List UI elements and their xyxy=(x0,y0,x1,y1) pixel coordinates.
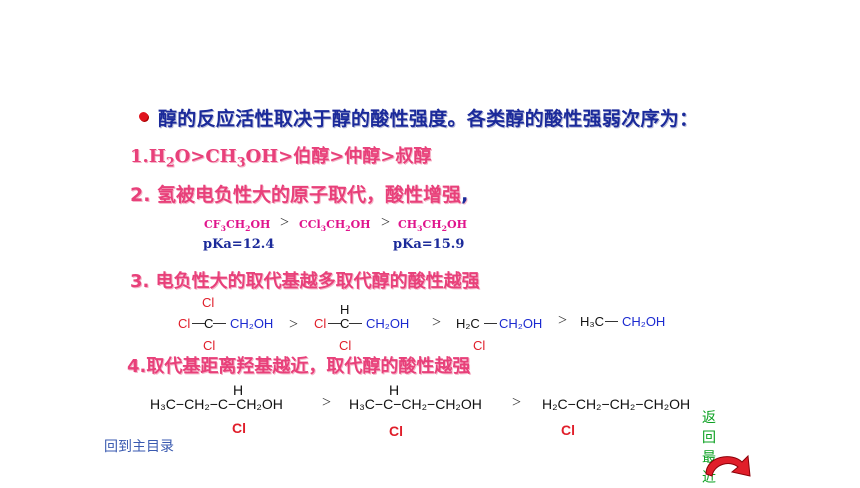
atom-cl: Cl xyxy=(389,423,403,439)
atom-cl-bottom: Cl xyxy=(203,338,216,353)
atom-cl-bottom: Cl xyxy=(473,338,486,353)
group-ch2oh: CH₂OH xyxy=(230,316,274,331)
atom-cl-top: Cl xyxy=(202,295,215,310)
greater-than-4: > xyxy=(432,314,442,331)
formula-main: H₃C−C−CH₂−CH₂OH xyxy=(349,396,482,412)
point-1: 1.H2O>CH3OH>伯醇>仲醇>叔醇 xyxy=(130,146,432,170)
pka-value-1: pKa=12.4 xyxy=(203,237,275,252)
bond: — xyxy=(605,313,618,328)
greater-than-5: > xyxy=(558,312,568,329)
formula-cf3ch2oh: CF3CH2OH xyxy=(204,218,271,234)
back-to-main-menu-link[interactable]: 回到主目录 xyxy=(104,439,174,455)
atom-c: C xyxy=(340,316,350,331)
atom-h: H xyxy=(340,302,350,317)
group-h2c: H₂C xyxy=(456,316,480,331)
atom-cl: Cl xyxy=(561,422,575,438)
return-arrow-icon[interactable] xyxy=(702,444,758,484)
pka-value-2: pKa=15.9 xyxy=(393,237,465,252)
greater-than-7: > xyxy=(512,394,522,411)
atom-h: H xyxy=(389,382,400,398)
point-3: 3. 电负性大的取代基越多取代醇的酸性越强 xyxy=(130,271,480,292)
point-2: 2. 氢被电负性大的原子取代，酸性增强, xyxy=(130,184,469,206)
bond: — xyxy=(328,315,341,330)
bond: — xyxy=(484,315,497,330)
atom-cl: Cl xyxy=(232,420,246,436)
formula-ch3ch2oh: CH3CH2OH xyxy=(398,218,468,234)
formula-main: H₃C−CH₂−C−CH₂OH xyxy=(150,396,283,412)
greater-than-2: > xyxy=(381,214,391,231)
group-ch2oh: CH₂OH xyxy=(622,314,666,329)
greater-than-3: > xyxy=(289,316,299,333)
group-h3c: H₃C xyxy=(580,314,605,329)
point-4: 4.取代基距离羟基越近，取代醇的酸性越强 xyxy=(127,356,471,377)
formula-ccl3ch2oh: CCl3CH2OH xyxy=(299,218,371,234)
atom-cl-left: Cl xyxy=(178,316,191,331)
group-ch2oh: CH₂OH xyxy=(499,316,543,331)
bond: — xyxy=(192,315,205,330)
formula-main: H₂C−CH₂−CH₂−CH₂OH xyxy=(542,396,691,412)
atom-c: C xyxy=(204,316,214,331)
heading: 醇的反应活性取决于醇的酸性强度。各类醇的酸性强弱次序为： xyxy=(158,108,699,130)
atom-cl-left: Cl xyxy=(314,316,327,331)
greater-than-1: > xyxy=(280,214,290,231)
bond: — xyxy=(349,315,362,330)
bullet-dot xyxy=(139,112,148,121)
greater-than-6: > xyxy=(322,394,332,411)
bond: — xyxy=(213,315,226,330)
atom-cl-bottom: Cl xyxy=(339,338,352,353)
atom-h: H xyxy=(233,382,244,398)
group-ch2oh: CH₂OH xyxy=(366,316,410,331)
